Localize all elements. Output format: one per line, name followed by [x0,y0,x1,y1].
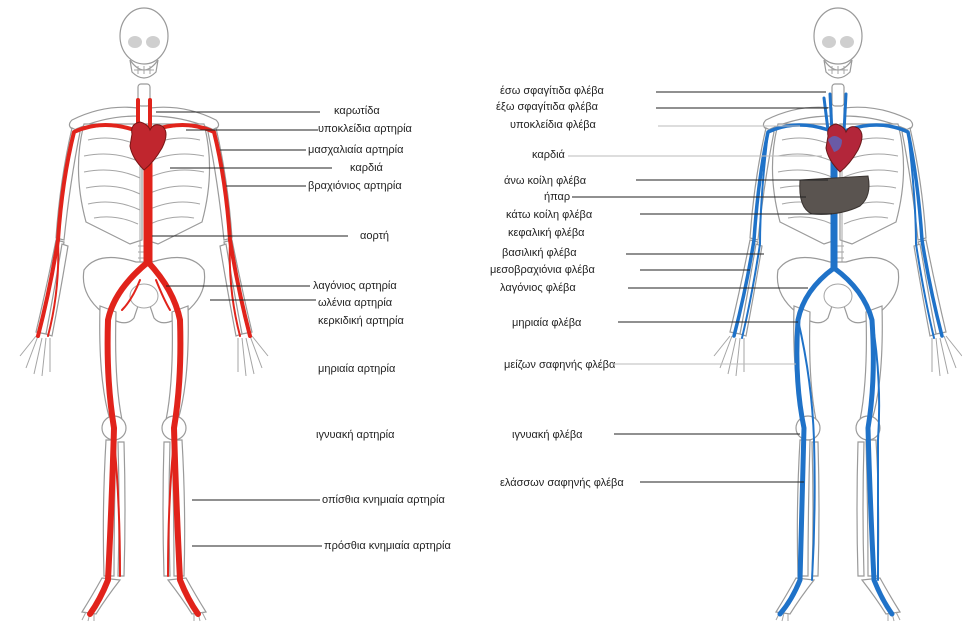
label-kefaliki: κεφαλική φλέβα [508,227,585,239]
label-kato-koili: κάτω κοίλη φλέβα [506,209,593,221]
label-masxaliaia-artiria: μασχαλιαία αρτηρία [308,144,404,156]
label-aorti: αορτή [360,230,389,242]
label-vraxionios-artiria: βραχιόνιος αρτηρία [308,180,402,192]
label-exo-sfagitida: έξω σφαγίτιδα φλέβα [496,101,599,113]
label-karotida: καρωτίδα [334,105,380,117]
label-ignyaki-fleva: ιγνυακή φλέβα [512,429,583,441]
label-ipar: ήπαρ [544,191,570,203]
label-kardia-right: καρδιά [532,149,566,161]
label-ano-koili: άνω κοίλη φλέβα [504,175,587,187]
label-kardia-left: καρδιά [350,162,384,174]
label-mesovraxionia: μεσοβραχιόνια φλέβα [490,264,595,276]
label-prosthia-knimiaia-artiria: πρόσθια κνημιαία αρτηρία [324,540,451,552]
label-miriaia-fleva: μηριαία φλέβα [512,317,582,329]
arterial-figure [20,8,268,621]
label-olenia-artiria: ωλένια αρτηρία [318,297,393,309]
label-vasiliki: βασιλική φλέβα [502,247,577,259]
venous-figure [714,8,962,621]
label-eso-sfagitida: έσω σφαγίτιδα φλέβα [500,85,605,97]
label-lagonios-artiria: λαγόνιος αρτηρία [313,280,397,292]
label-elasson-safinis: ελάσσων σαφηνής φλέβα [500,477,624,489]
label-ypokleidia-artiria: υποκλείδια αρτηρία [318,123,413,135]
label-ypokleidia-fleva: υποκλείδια φλέβα [510,119,597,131]
label-ignyaki-artiria: ιγνυακή αρτηρία [316,429,395,441]
label-lagonios-fleva: λαγόνιος φλέβα [500,282,576,294]
label-opisthia-knimiaia-artiria: οπίσθια κνημιαία αρτηρία [322,494,446,506]
label-miriaia-artiria: μηριαία αρτηρία [318,363,396,375]
label-meizon-safinis: μείζων σαφηνής φλέβα [504,359,616,371]
label-kerkidiki-artiria: κερκιδική αρτηρία [318,315,404,327]
